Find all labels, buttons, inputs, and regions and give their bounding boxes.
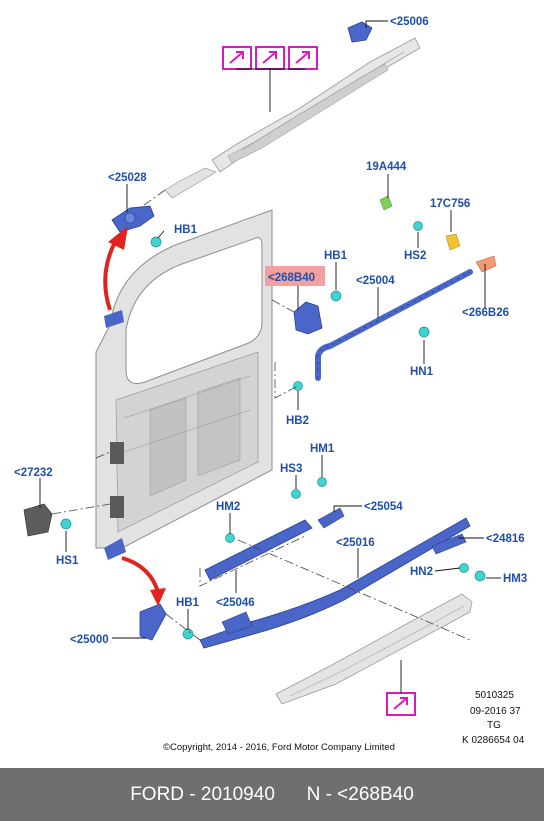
rocker-panel-part bbox=[275, 593, 473, 705]
callout-24816[interactable]: <24816 bbox=[486, 533, 525, 545]
footer-part-number: FORD - 2010940 bbox=[130, 783, 275, 805]
center-rail-part bbox=[315, 195, 497, 381]
meta-line-4: K 0286654 04 bbox=[462, 735, 525, 746]
callout-hb1-mid[interactable]: HB1 bbox=[324, 250, 348, 262]
leader-lines bbox=[39, 20, 501, 693]
callout-25000[interactable]: <25000 bbox=[70, 634, 109, 646]
meta-line-2: 09-2016 37 bbox=[470, 706, 521, 717]
footer-reference: N - <268B40 bbox=[306, 783, 414, 805]
callout-25028[interactable]: <25028 bbox=[108, 172, 147, 184]
callout-25016[interactable]: <25016 bbox=[336, 537, 375, 549]
sill-reinforcement-part bbox=[199, 517, 471, 649]
callout-25054[interactable]: <25054 bbox=[364, 501, 403, 513]
callout-hm2[interactable]: HM2 bbox=[216, 501, 240, 513]
callout-hn2[interactable]: HN2 bbox=[410, 566, 433, 578]
copyright-notice: ©Copyright, 2014 - 2016, Ford Motor Comp… bbox=[163, 742, 395, 753]
assembly-lines bbox=[51, 189, 471, 641]
upper-guide-part bbox=[164, 167, 217, 199]
red-arrow-up bbox=[103, 226, 128, 311]
detail-view-icon bbox=[262, 51, 277, 64]
callout-268b40[interactable]: <268B40 bbox=[268, 272, 315, 284]
callout-labels: <25006 <25028 HB1 19A444 17C756 HS2 <268… bbox=[14, 16, 527, 646]
callout-hs2[interactable]: HS2 bbox=[404, 250, 426, 262]
exploded-diagram: <25006 <25028 HB1 19A444 17C756 HS2 <268… bbox=[14, 16, 527, 753]
footer-bar: FORD - 2010940 N - <268B40 bbox=[0, 768, 544, 821]
callout-hm1[interactable]: HM1 bbox=[310, 443, 335, 455]
callout-hb2[interactable]: HB2 bbox=[286, 415, 309, 427]
lower-track-part bbox=[204, 507, 345, 581]
callout-19a444[interactable]: 19A444 bbox=[366, 161, 407, 173]
callout-hm3[interactable]: HM3 bbox=[503, 573, 527, 585]
fasteners bbox=[60, 221, 486, 640]
detail-box-1[interactable] bbox=[222, 46, 252, 70]
callout-hb1-top[interactable]: HB1 bbox=[174, 224, 198, 236]
lower-roller-bracket bbox=[139, 603, 167, 641]
meta-line-1: 5010325 bbox=[475, 690, 514, 701]
detail-box-2[interactable] bbox=[255, 46, 285, 70]
detail-box-3[interactable] bbox=[288, 46, 318, 70]
illustration-meta: 5010325 09-2016 37 TG K 0286654 04 bbox=[462, 690, 525, 746]
detail-view-icon bbox=[295, 51, 310, 64]
callout-25004[interactable]: <25004 bbox=[356, 275, 395, 287]
sliding-door-panel bbox=[95, 209, 273, 560]
roof-rail-part bbox=[211, 21, 421, 173]
door-check-part bbox=[23, 503, 53, 537]
meta-line-3: TG bbox=[487, 720, 501, 731]
callout-hs1[interactable]: HS1 bbox=[56, 555, 79, 567]
callout-hn1[interactable]: HN1 bbox=[410, 366, 434, 378]
detail-box-4[interactable] bbox=[386, 692, 416, 716]
callout-266b26[interactable]: <266B26 bbox=[462, 307, 509, 319]
detail-view-icon bbox=[393, 697, 408, 710]
highlight-box bbox=[265, 266, 325, 286]
callout-25046[interactable]: <25046 bbox=[216, 597, 255, 609]
callout-25006[interactable]: <25006 bbox=[390, 16, 429, 28]
callout-17c756[interactable]: 17C756 bbox=[430, 198, 470, 210]
callout-hb1-low[interactable]: HB1 bbox=[176, 597, 200, 609]
callout-27232[interactable]: <27232 bbox=[14, 467, 53, 479]
center-latch-part bbox=[293, 301, 323, 335]
callout-hs3[interactable]: HS3 bbox=[280, 463, 302, 475]
upper-roller-bracket bbox=[111, 205, 155, 233]
red-arrow-down bbox=[121, 556, 166, 606]
detail-view-icon bbox=[229, 51, 244, 64]
